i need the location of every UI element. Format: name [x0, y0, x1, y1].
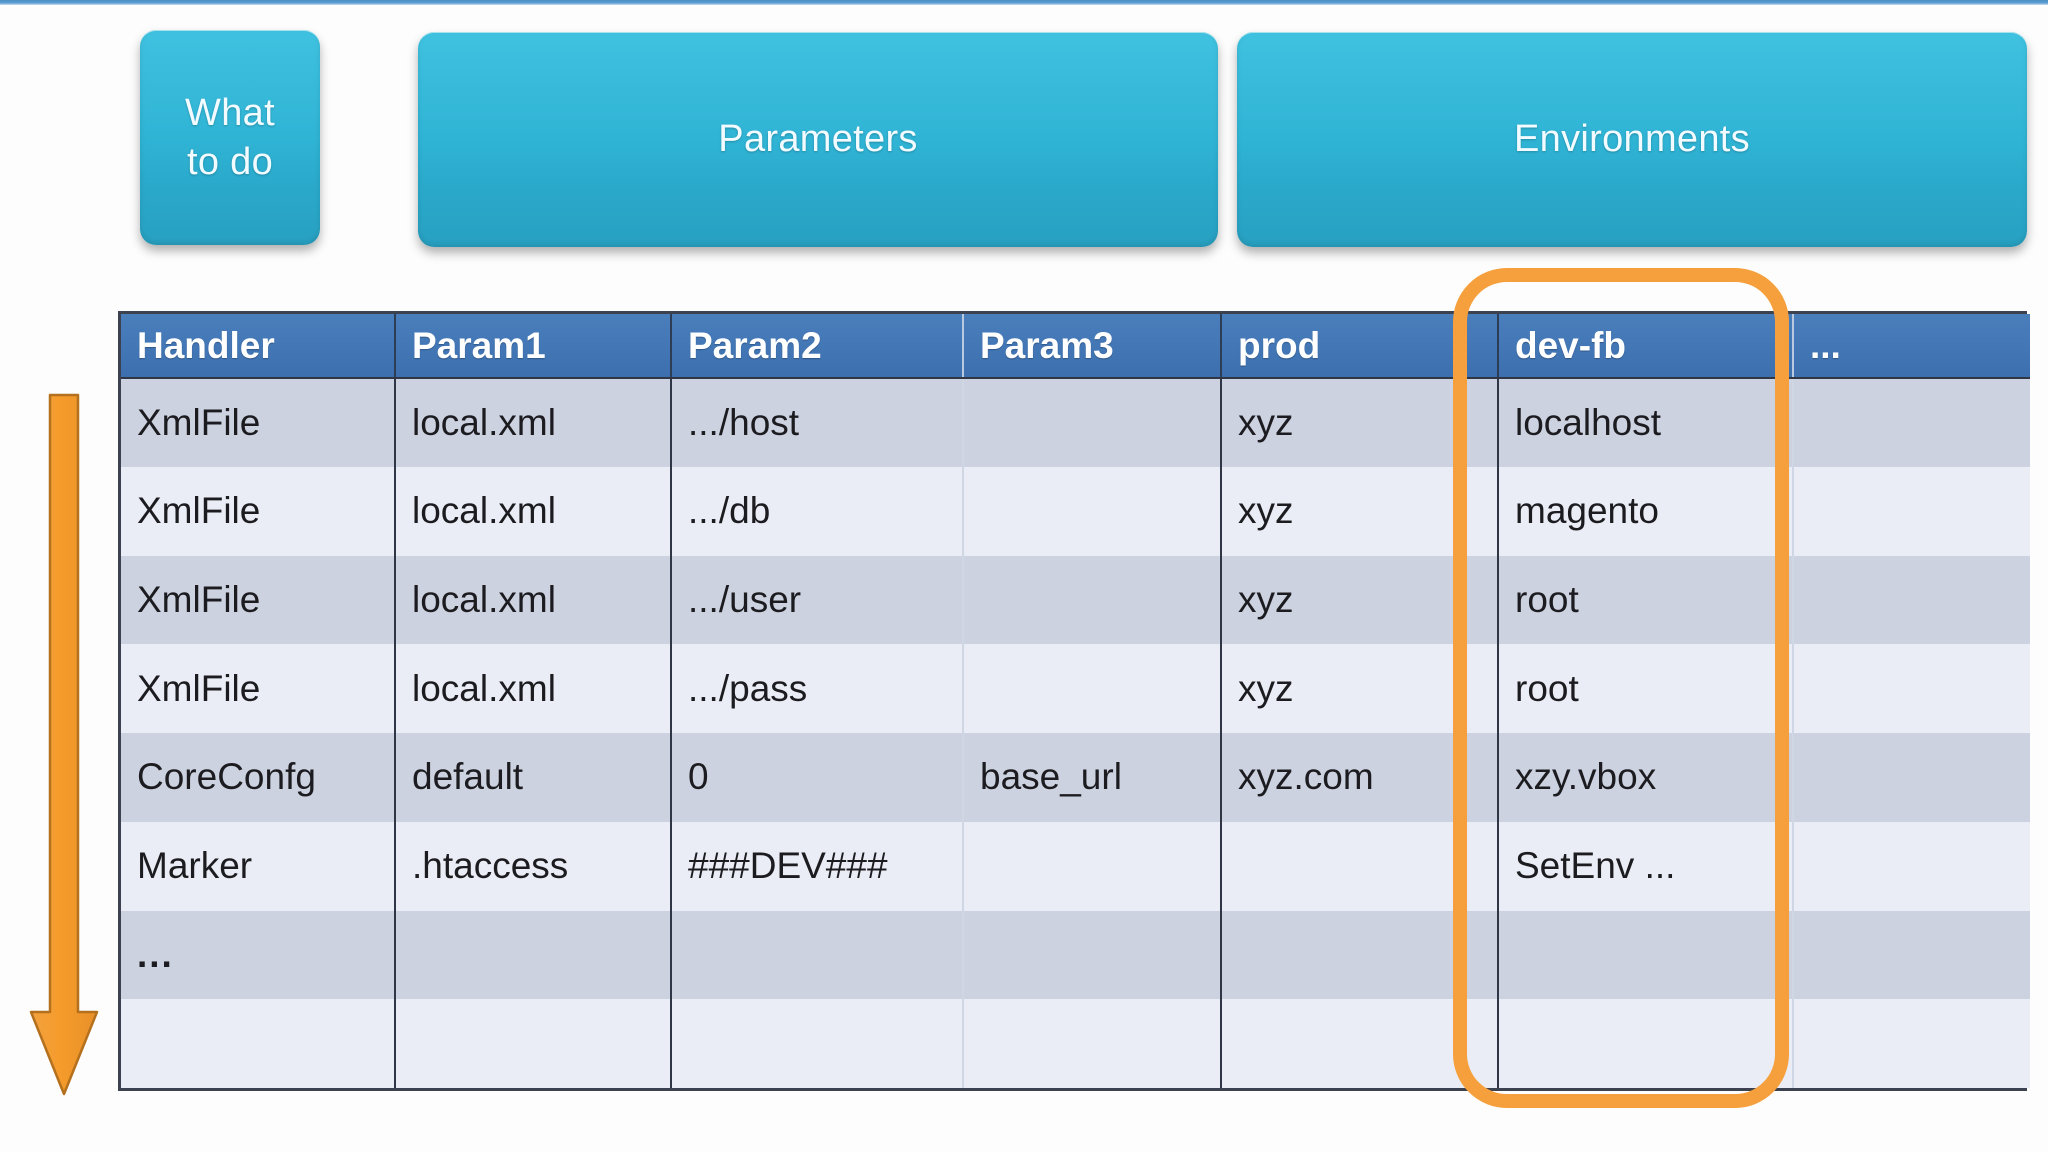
table-row[interactable]: XmlFile local.xml .../pass xyz root — [121, 644, 2030, 733]
cell-handler: CoreConfg — [121, 733, 396, 822]
cell-handler: XmlFile — [121, 555, 396, 645]
table-row[interactable]: XmlFile local.xml .../user xyz root — [121, 555, 2030, 645]
cell-param2: .../pass — [671, 644, 964, 733]
cell-handler: Marker — [121, 821, 396, 911]
column-header-dev-fb[interactable]: dev-fb — [1498, 314, 1794, 379]
button-parameters[interactable]: Parameters — [418, 32, 1218, 247]
cell-prod: xyz — [1221, 378, 1499, 467]
table-row[interactable]: Marker .htaccess ###DEV### SetEnv ... — [121, 821, 2030, 911]
cell-handler: ... — [121, 910, 396, 1000]
cell-param2 — [671, 910, 964, 1000]
cell-param2 — [671, 999, 964, 1088]
column-header-more[interactable]: ... — [1793, 314, 2030, 379]
config-grid: Handler Param1 Param2 Param3 prod dev-fb… — [121, 314, 2030, 1088]
cell-param3 — [963, 910, 1222, 1000]
cell-handler: XmlFile — [121, 378, 396, 467]
cell-handler: XmlFile — [121, 466, 396, 556]
cell-prod — [1221, 821, 1499, 911]
cell-more — [1793, 466, 2030, 556]
button-environments[interactable]: Environments — [1237, 32, 2027, 247]
button-parameters-label: Parameters — [718, 118, 918, 161]
cell-param1: default — [395, 733, 672, 822]
cell-dev-fb: root — [1498, 644, 1794, 733]
cell-param1 — [395, 999, 672, 1088]
cell-prod: xyz — [1221, 555, 1499, 645]
cell-dev-fb — [1498, 910, 1794, 1000]
cell-dev-fb — [1498, 999, 1794, 1088]
table-row[interactable]: CoreConfg default 0 base_url xyz.com xzy… — [121, 733, 2030, 822]
column-header-param2[interactable]: Param2 — [671, 314, 964, 379]
cell-dev-fb: localhost — [1498, 378, 1794, 467]
cell-more — [1793, 910, 2030, 1000]
table-row[interactable]: XmlFile local.xml .../db xyz magento — [121, 466, 2030, 556]
column-header-param3[interactable]: Param3 — [963, 314, 1222, 379]
cell-handler: XmlFile — [121, 644, 396, 733]
cell-dev-fb: xzy.vbox — [1498, 733, 1794, 822]
cell-param3 — [963, 378, 1222, 467]
cell-param1: local.xml — [395, 644, 672, 733]
cell-prod: xyz.com — [1221, 733, 1499, 822]
cell-more — [1793, 821, 2030, 911]
cell-param3 — [963, 555, 1222, 645]
cell-prod — [1221, 910, 1499, 1000]
cell-handler — [121, 999, 396, 1088]
table-header: Handler Param1 Param2 Param3 prod dev-fb… — [121, 314, 2030, 379]
cell-param3 — [963, 644, 1222, 733]
cell-param1: local.xml — [395, 466, 672, 556]
table-row[interactable]: ... — [121, 910, 2030, 1000]
column-header-handler[interactable]: Handler — [121, 314, 396, 379]
column-header-prod[interactable]: prod — [1221, 314, 1499, 379]
cell-param1 — [395, 910, 672, 1000]
cell-prod — [1221, 999, 1499, 1088]
cell-more — [1793, 733, 2030, 822]
cell-param2: .../user — [671, 555, 964, 645]
cell-prod: xyz — [1221, 466, 1499, 556]
cell-param3 — [963, 999, 1222, 1088]
cell-prod: xyz — [1221, 644, 1499, 733]
configuration-table: Handler Param1 Param2 Param3 prod dev-fb… — [118, 311, 2030, 1091]
cell-param3: base_url — [963, 733, 1222, 822]
button-environments-label: Environments — [1514, 118, 1750, 161]
header-row: Handler Param1 Param2 Param3 prod dev-fb… — [121, 314, 2030, 379]
cell-param1: .htaccess — [395, 821, 672, 911]
cell-param2: .../db — [671, 466, 964, 556]
cell-more — [1793, 999, 2030, 1088]
top-accent-strip — [0, 0, 2048, 5]
cell-dev-fb: root — [1498, 555, 1794, 645]
cell-param2: ###DEV### — [671, 821, 964, 911]
table-body: XmlFile local.xml .../host xyz localhost… — [121, 378, 2030, 1088]
cell-more — [1793, 378, 2030, 467]
column-header-param1[interactable]: Param1 — [395, 314, 672, 379]
cell-param1: local.xml — [395, 378, 672, 467]
cell-param1: local.xml — [395, 555, 672, 645]
table-row[interactable] — [121, 999, 2030, 1088]
flow-down-arrow — [28, 392, 100, 1098]
cell-param3 — [963, 821, 1222, 911]
cell-param2: 0 — [671, 733, 964, 822]
cell-more — [1793, 555, 2030, 645]
cell-param3 — [963, 466, 1222, 556]
cell-more — [1793, 644, 2030, 733]
table-row[interactable]: XmlFile local.xml .../host xyz localhost — [121, 378, 2030, 467]
cell-param2: .../host — [671, 378, 964, 467]
cell-dev-fb: SetEnv ... — [1498, 821, 1794, 911]
cell-dev-fb: magento — [1498, 466, 1794, 556]
